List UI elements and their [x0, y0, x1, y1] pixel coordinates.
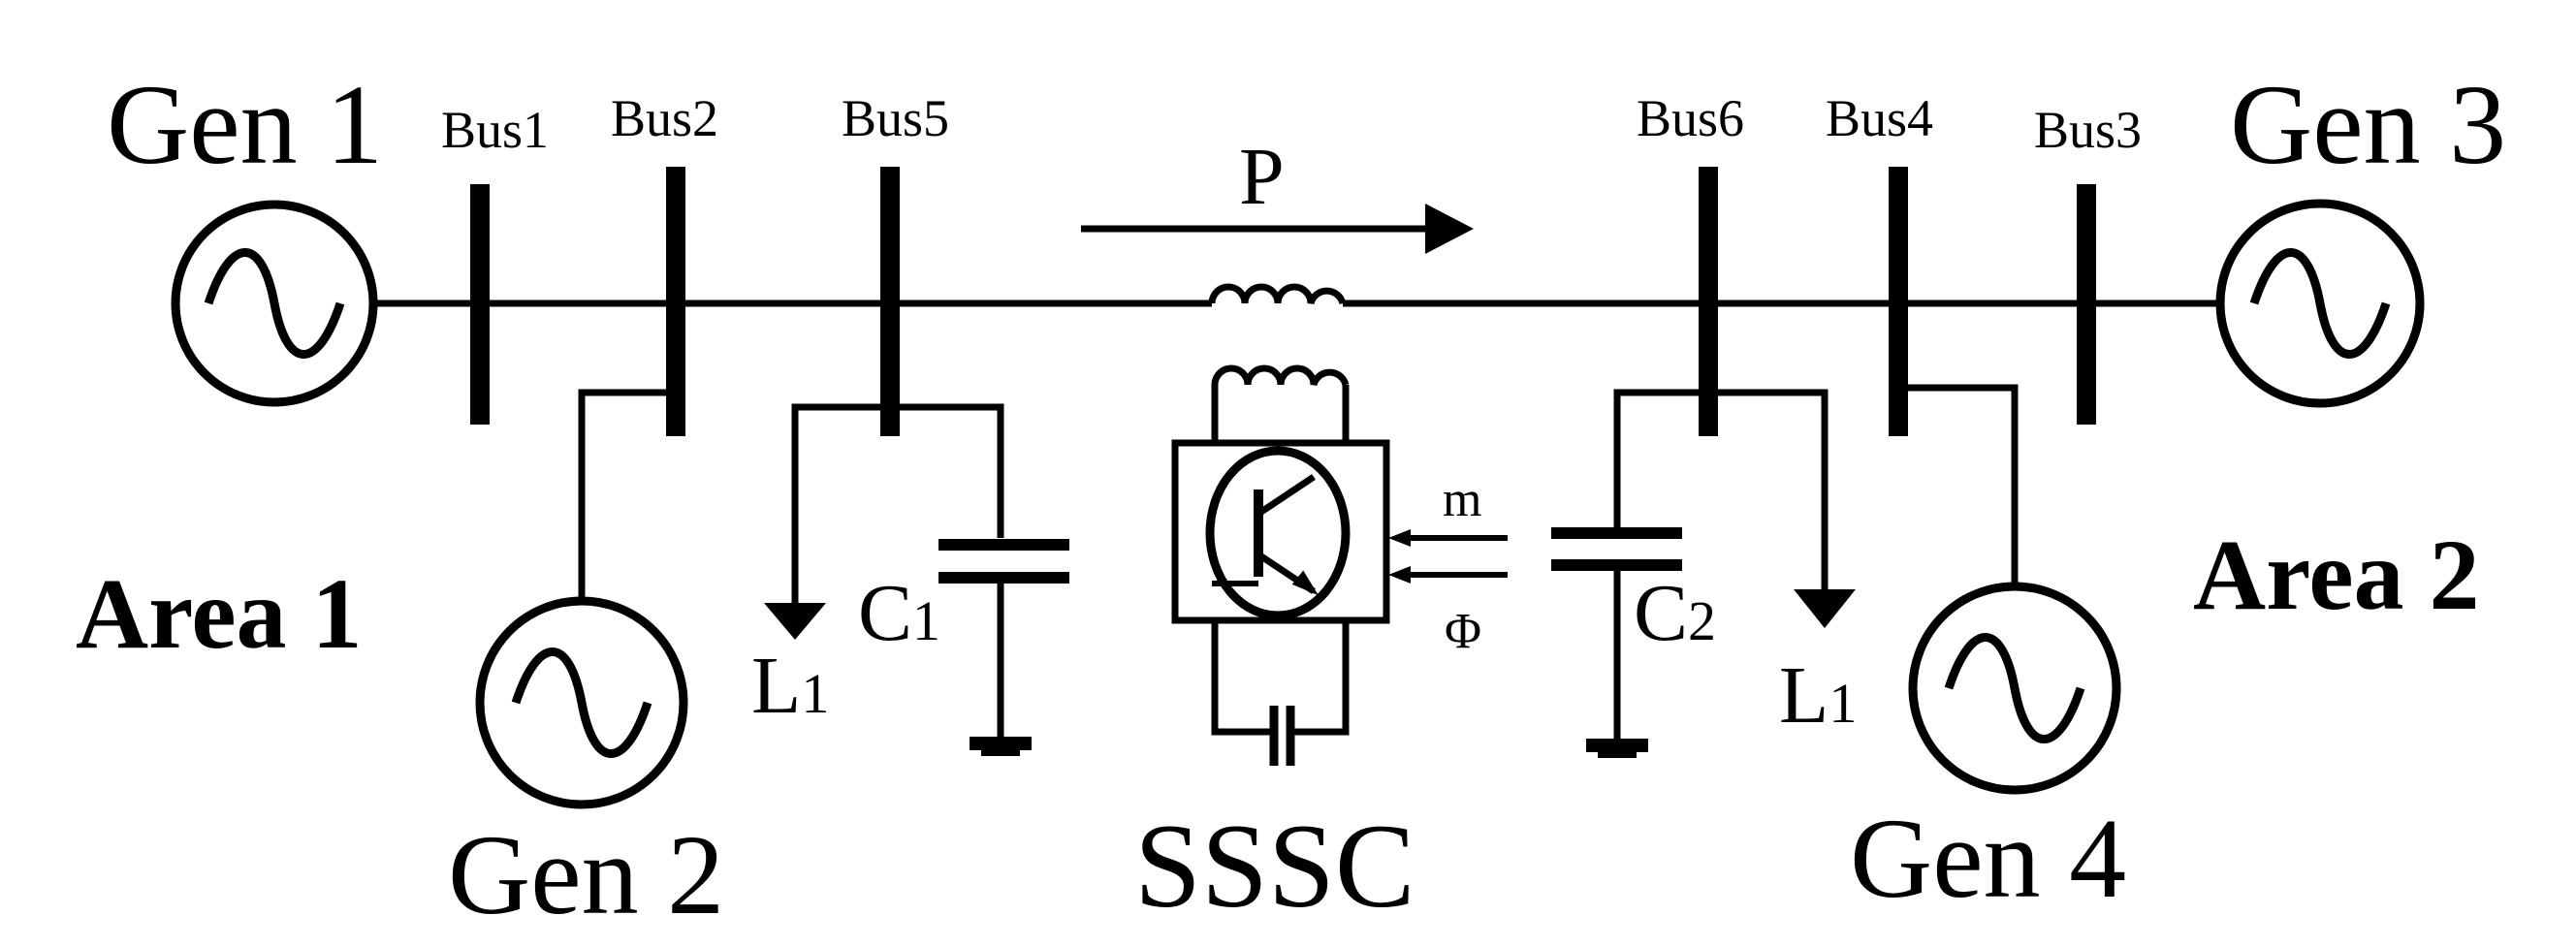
- generator-1-symbol: [171, 200, 378, 407]
- load-right-label: L1: [1779, 650, 1857, 741]
- bus-bar-3: [2077, 184, 2096, 425]
- bus-4-label: Bus4: [1826, 89, 1933, 147]
- bus-bar-2: [666, 167, 685, 436]
- bus-bar-4: [1889, 167, 1908, 436]
- gen-3-label: Gen 3: [2230, 61, 2506, 188]
- sssc-label: SSSC: [1134, 800, 1415, 932]
- load-arrow-left: [764, 603, 826, 640]
- gen-4-label: Gen 4: [1850, 795, 2126, 922]
- bus-bar-5: [880, 167, 900, 436]
- area-2-label: Area 2: [2193, 520, 2480, 631]
- bus-6-label: Bus6: [1637, 89, 1744, 147]
- capacitor-1-label: C1: [858, 568, 940, 658]
- power-flow-arrow: [1081, 204, 1474, 254]
- gen-1-label: Gen 1: [107, 61, 383, 188]
- area-1-label: Area 1: [76, 558, 363, 670]
- bus-bar-6: [1699, 167, 1718, 436]
- bus-bars: [470, 167, 2096, 436]
- load-left-label: L1: [751, 641, 829, 731]
- generator-3-symbol: [2215, 199, 2425, 408]
- capacitor-2-label: C2: [1634, 568, 1716, 658]
- sssc-converter: [1171, 439, 1390, 624]
- load-arrow-right: [1794, 589, 1856, 628]
- gen-2-label: Gen 2: [448, 811, 724, 938]
- sssc-dc-capacitor: [1211, 620, 1350, 766]
- sssc-control-inputs: [1388, 529, 1508, 584]
- control-phi-label: Φ: [1445, 604, 1481, 659]
- load-capacitor-right: [1551, 389, 1829, 739]
- generator-4-symbol: [1898, 384, 2121, 795]
- power-flow-label: P: [1239, 132, 1285, 222]
- bus-3-label: Bus3: [2034, 101, 2142, 159]
- bus-5-label: Bus5: [842, 89, 949, 147]
- ground-left: [970, 737, 1032, 756]
- load-capacitor-left: [791, 403, 1069, 737]
- bus-bar-1: [470, 184, 490, 425]
- bus-1-label: Bus1: [441, 101, 549, 159]
- series-transformer: [1208, 283, 1350, 443]
- bus-2-label: Bus2: [611, 89, 718, 147]
- generator-2-symbol: [475, 389, 688, 809]
- control-m-label: m: [1443, 472, 1481, 527]
- ground-right: [1586, 739, 1648, 758]
